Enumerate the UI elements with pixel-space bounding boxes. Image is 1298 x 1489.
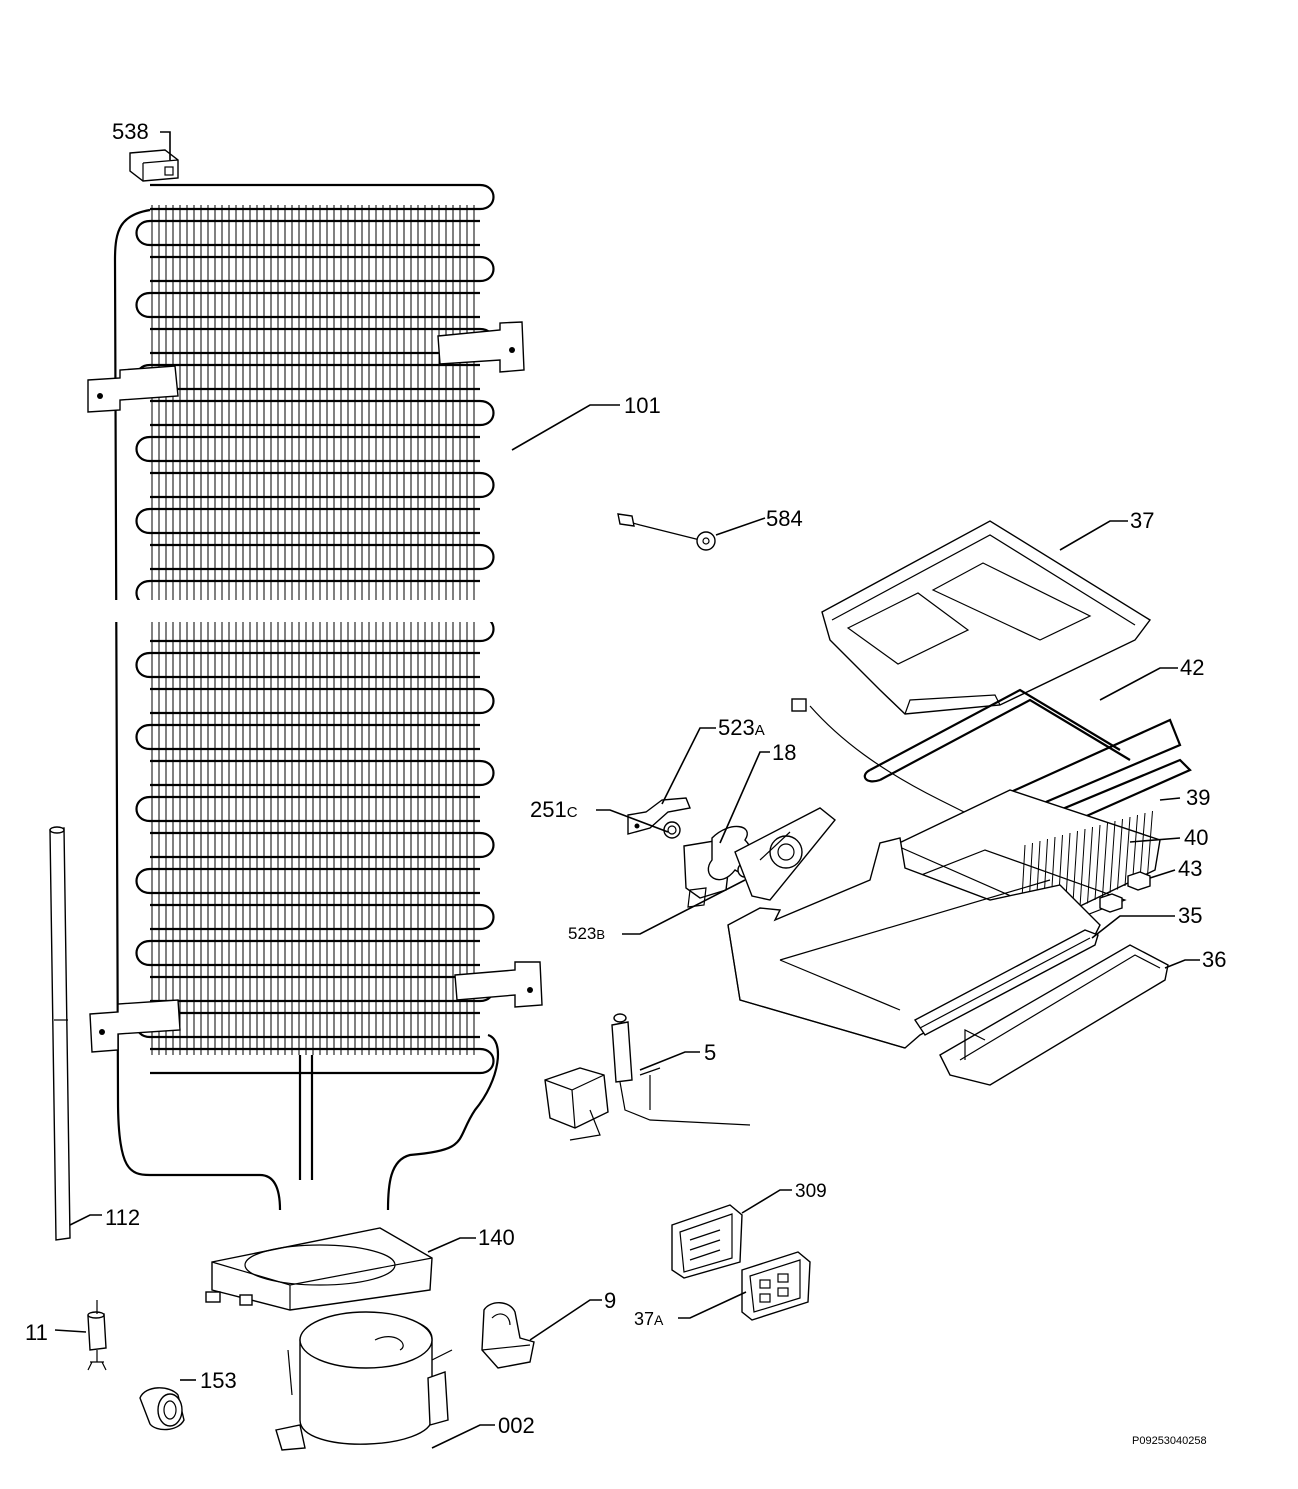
part-evaporator-tray-base (727, 837, 1101, 1049)
condenser-loop (150, 903, 495, 931)
part-43-clips (1099, 871, 1151, 913)
label-538: 538 (112, 119, 149, 144)
label-112: 112 (105, 1205, 140, 1230)
evaporator-fin (1087, 826, 1093, 904)
label-101: 101 (624, 393, 661, 418)
condenser-loop (150, 759, 495, 787)
label-37a: 37A (634, 1309, 664, 1329)
condenser-loop (135, 363, 480, 391)
condenser-loop (135, 1011, 480, 1039)
label-35: 35 (1178, 903, 1202, 928)
label-309: 309 (795, 1181, 827, 1202)
evaporator-fin (1094, 824, 1101, 901)
label-40: 40 (1184, 825, 1208, 850)
condenser-coil-101 (87, 183, 543, 1211)
part-9-start-relay (481, 1302, 535, 1369)
part-584-sensor (617, 513, 716, 551)
evaporator-fin (1079, 828, 1086, 908)
evaporator-fin (1132, 814, 1138, 883)
condenser-loop (135, 219, 480, 247)
condenser-loop (150, 1047, 495, 1075)
part-42-defrost-heater (791, 688, 1192, 856)
label-39: 39 (1186, 785, 1210, 810)
condenser-loop (150, 543, 495, 571)
label-18: 18 (772, 740, 796, 765)
condenser-loop (150, 399, 495, 427)
part-523a-bracket (627, 797, 691, 835)
label-251c: 251C (530, 797, 578, 822)
part-153-grommet-cup (139, 1387, 185, 1431)
label-42: 42 (1180, 655, 1204, 680)
condenser-loop (135, 723, 480, 751)
label-5: 5 (704, 1040, 716, 1065)
evaporator-fin (1147, 810, 1153, 876)
condenser-loop (150, 255, 495, 283)
evaporator-fin (1117, 818, 1123, 890)
condenser-loop (150, 183, 495, 211)
label-153: 153 (200, 1368, 237, 1393)
part-523b-fan-plate (734, 807, 836, 901)
part-002-compressor (275, 1311, 453, 1451)
part-36-gutter (939, 944, 1169, 1086)
condenser-loop (150, 831, 495, 859)
label-140: 140 (478, 1225, 515, 1250)
condenser-loop (135, 939, 480, 967)
evaporator-fin (1139, 812, 1146, 880)
label-002: 002 (498, 1413, 535, 1438)
document-code: P09253040258 (1132, 1435, 1207, 1447)
label-523a: 523A (718, 715, 765, 740)
part-35-drain-channel (913, 929, 1099, 1036)
part-11-filter-drier (87, 1300, 107, 1371)
evaporator-fin (1124, 816, 1131, 887)
label-37: 37 (1130, 508, 1154, 533)
condenser-loop (135, 651, 480, 679)
part-112-drain-tube (49, 826, 71, 1241)
evaporator-fin (1072, 830, 1078, 911)
condenser-bracket-top-right (437, 321, 525, 373)
condenser-bracket-top-left (87, 365, 179, 413)
label-523b: 523B (568, 924, 605, 943)
part-37-evaporator-cover (821, 520, 1152, 715)
part-labels: 538 101 584 37 42 523A 18 251C 39 40 43 … (25, 119, 1226, 1438)
leader-lines (54, 131, 1200, 1449)
condenser-loop (135, 435, 480, 463)
part-140-compressor-base (205, 1227, 433, 1311)
label-11: 11 (25, 1320, 48, 1345)
label-36: 36 (1202, 947, 1226, 972)
condenser-loop (150, 975, 495, 1003)
part-37a-display-board (741, 1251, 811, 1321)
condenser-loop (150, 687, 495, 715)
condenser-loop (135, 795, 480, 823)
label-584: 584 (766, 506, 803, 531)
part-309-control-board (671, 1204, 743, 1279)
condenser-loop (135, 867, 480, 895)
evaporator-fin (1102, 822, 1108, 897)
part-5-solenoid-valve (544, 1013, 751, 1141)
part-251c-grommet (663, 821, 681, 839)
label-43: 43 (1178, 856, 1202, 881)
condenser-bracket-bottom-left (89, 999, 181, 1053)
label-9: 9 (604, 1288, 616, 1313)
condenser-loop (150, 471, 495, 499)
part-538-cap (129, 149, 179, 182)
condenser-bracket-bottom-right (454, 961, 543, 1008)
condenser-loop (135, 507, 480, 535)
condenser-loop (135, 291, 480, 319)
evaporator-fin (1109, 820, 1116, 894)
